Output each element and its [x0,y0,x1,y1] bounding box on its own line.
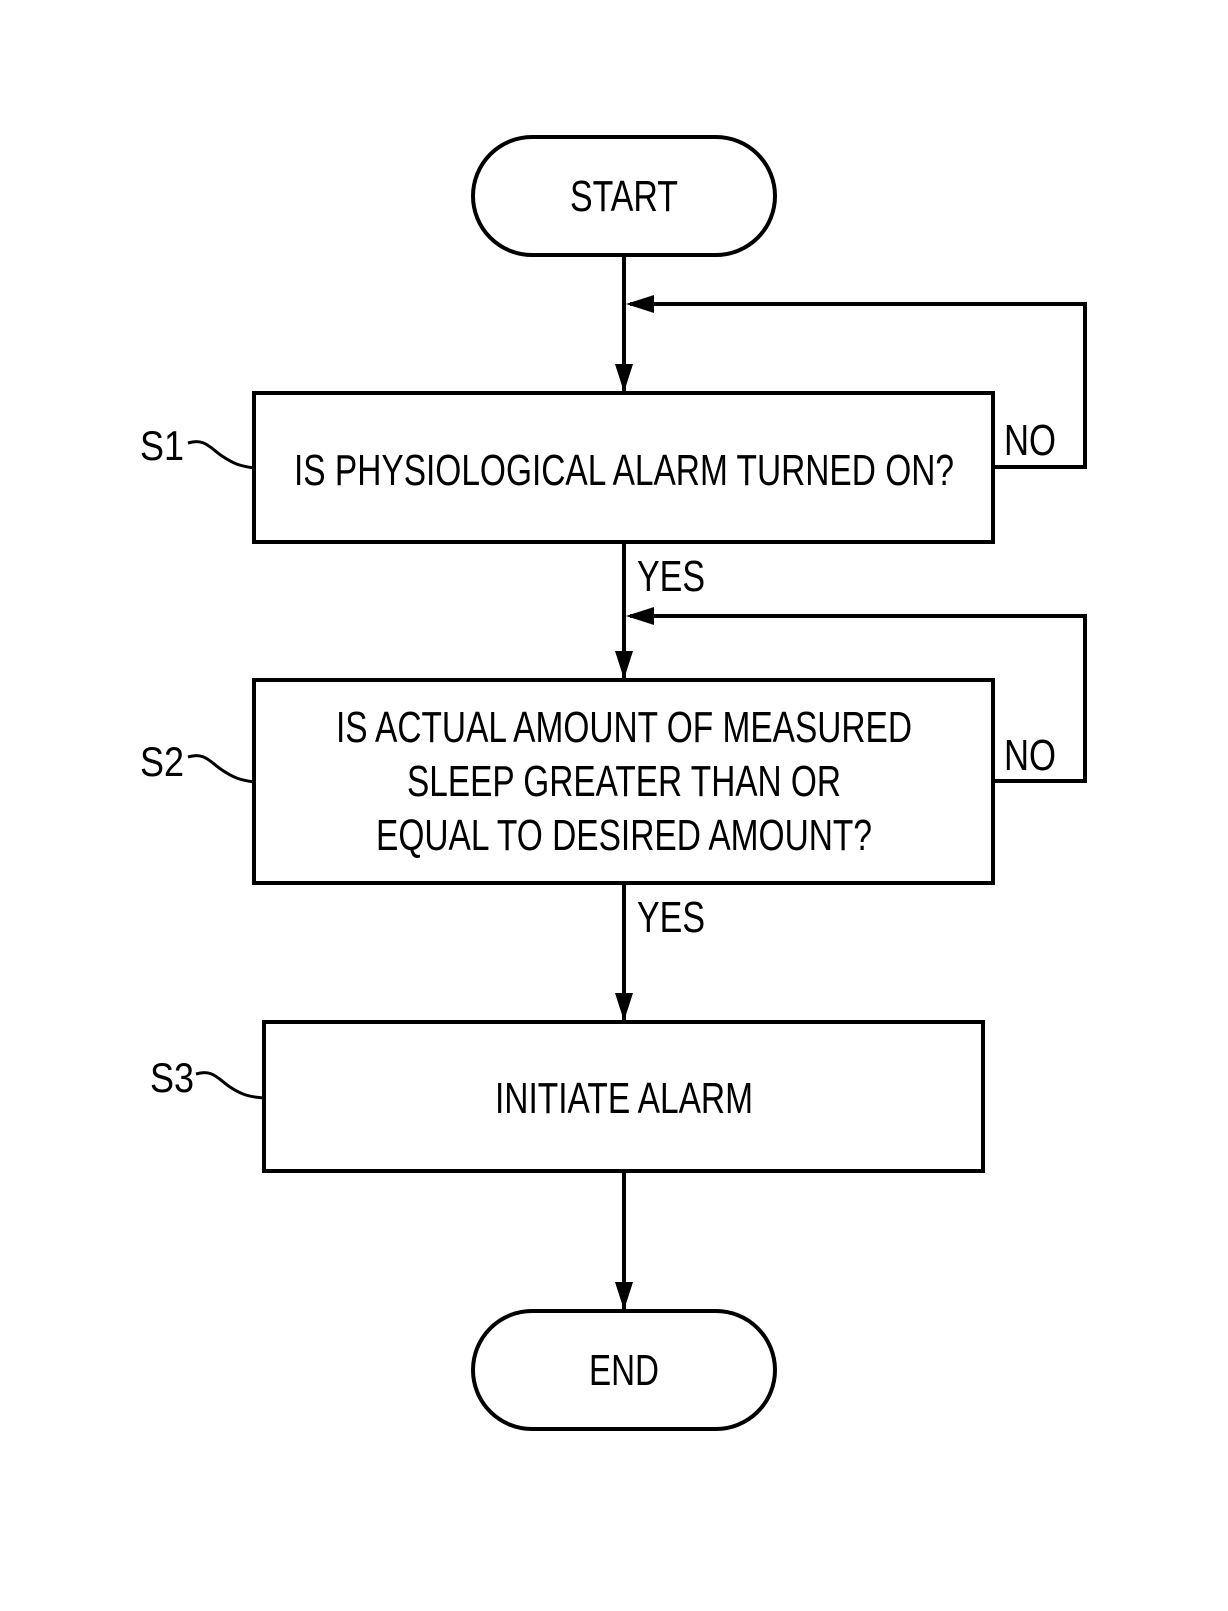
step-s2-leader [188,756,254,782]
end-label: END [589,1346,659,1395]
step-s1-text: IS PHYSIOLOGICAL ALARM TURNED ON? [294,446,954,495]
step-s2-ref: S2 [140,738,184,785]
step-s1-ref: S1 [140,422,184,469]
step-s3-text: INITIATE ALARM [495,1074,753,1123]
step-s3-leader [196,1073,264,1098]
step-s1-leader [188,442,254,468]
s2-no-label: NO [1004,731,1056,780]
step-s2-text-line-1: IS ACTUAL AMOUNT OF MEASURED [336,703,912,752]
start-label: START [570,172,678,221]
arrowhead-s1 [615,364,633,392]
s1-no-loop-arrowhead [626,295,654,313]
arrowhead-s2 [615,651,633,679]
s1-no-label: NO [1004,416,1056,465]
s1-yes-label: YES [637,552,705,601]
s2-yes-label: YES [637,893,705,942]
arrowhead-end [615,1282,633,1310]
step-s2-text-line-2: SLEEP GREATER THAN OR [407,757,841,806]
step-s3-ref: S3 [150,1054,194,1101]
arrowhead-s3 [615,993,633,1021]
s2-no-loop-arrowhead [626,607,654,625]
step-s2-text-line-3: EQUAL TO DESIRED AMOUNT? [376,811,872,860]
